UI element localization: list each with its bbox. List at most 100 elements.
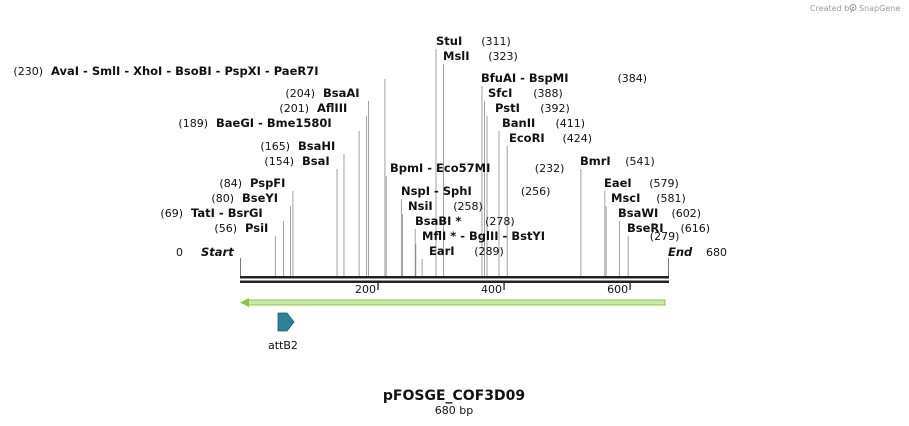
enzyme-names: BsaBI *	[415, 214, 461, 228]
site-label[interactable]: MscI (581)	[611, 191, 686, 205]
enzyme-name: MflI *	[422, 229, 456, 243]
ruler-tick-label: 600	[607, 283, 628, 296]
end-position: 680	[706, 246, 727, 259]
site-position: (56)	[214, 222, 237, 235]
site-position: (384)	[618, 72, 648, 85]
site-position: (201)	[279, 102, 309, 115]
separator: -	[254, 116, 267, 130]
separator: -	[456, 229, 469, 243]
site-label[interactable]: MslI(323)	[443, 49, 518, 63]
site-position: (541)	[625, 155, 655, 168]
enzyme-names: PstI	[495, 101, 520, 115]
site-position: (616)	[681, 222, 711, 235]
site-label[interactable]: AvaI - SmlI - XhoI - BsoBI - PspXI - Pae…	[13, 64, 318, 78]
enzyme-names: BsaWI	[618, 206, 658, 220]
site-position: (289)	[474, 245, 504, 258]
site-position: (579)	[649, 177, 679, 190]
site-label[interactable]: BseYI (80)	[211, 191, 278, 205]
enzyme-name: SphI	[443, 184, 472, 198]
enzyme-names: EaeI	[604, 176, 632, 190]
site-label[interactable]: PspFI(84)	[219, 176, 285, 190]
separator: -	[430, 184, 443, 198]
site-position: (411)	[556, 117, 586, 130]
site-label[interactable]: EcoRI(424)	[509, 131, 592, 145]
end-label: End	[668, 245, 693, 259]
enzyme-name: BanII	[502, 116, 535, 130]
site-label[interactable]: PsiI (56)	[214, 221, 268, 235]
site-position: (424)	[563, 132, 593, 145]
site-position: (279)	[650, 230, 680, 243]
site-label[interactable]: BsaI(154)	[264, 154, 329, 168]
site-label[interactable]: PstI (392)	[495, 101, 570, 115]
start-position: 0	[176, 246, 183, 259]
enzyme-name: PstI	[495, 101, 520, 115]
separator: -	[162, 64, 175, 78]
orf-arrow[interactable]	[240, 298, 666, 307]
site-label[interactable]: TatI - BsrGI(69)	[160, 206, 262, 220]
enzyme-name: PspXI	[224, 64, 260, 78]
site-label[interactable]: NspI - SphI(256)	[401, 184, 550, 198]
end-marker: End 680	[668, 245, 727, 276]
enzyme-names: BsaHI	[298, 139, 335, 153]
site-position: (392)	[540, 102, 570, 115]
site-position: (581)	[656, 192, 686, 205]
enzyme-name: BsaI	[302, 154, 330, 168]
site-label[interactable]: BsaWI (602)	[618, 206, 701, 220]
site-label[interactable]: BseRI (616)	[627, 221, 710, 235]
enzyme-names: BanII	[502, 116, 535, 130]
site-label[interactable]: BmrI(541)	[580, 154, 655, 168]
site-label[interactable]: BfuAI - BspMI (384)	[481, 71, 647, 85]
start-marker: 0 Start	[176, 245, 241, 276]
enzyme-names: TatI - BsrGI	[191, 206, 263, 220]
attB2-arrow-icon	[277, 312, 295, 332]
enzyme-name: EaeI	[604, 176, 632, 190]
site-label[interactable]: BsaAI (204)	[285, 86, 359, 100]
enzyme-names: PspFI	[250, 176, 285, 190]
site-label[interactable]: BaeGI - Bme1580I(189)	[178, 116, 331, 130]
enzyme-name: NsiI	[408, 199, 433, 213]
site-label[interactable]: MflI * - BglII - BstYI(279)	[422, 229, 679, 243]
enzyme-names: NspI - SphI	[401, 184, 472, 198]
site-label[interactable]: NsiI(258)	[408, 199, 483, 213]
enzyme-name: Bme1580I	[267, 116, 332, 130]
site-position: (204)	[285, 87, 315, 100]
enzyme-name: AvaI	[51, 64, 79, 78]
enzyme-name: AflIII	[317, 101, 347, 115]
feature-attB2[interactable]	[277, 312, 295, 332]
enzyme-names: BseYI	[242, 191, 278, 205]
enzyme-names: PsiI	[245, 221, 268, 235]
site-label[interactable]: StuI(311)	[436, 34, 511, 48]
site-position: (189)	[178, 117, 208, 130]
site-position: (80)	[211, 192, 234, 205]
separator: -	[212, 64, 225, 78]
site-label[interactable]: SfcI(388)	[488, 86, 563, 100]
site-label[interactable]: BpmI - Eco57MI(232)	[390, 161, 564, 175]
enzyme-name: BsaWI	[618, 206, 658, 220]
enzyme-name: StuI	[436, 34, 462, 48]
snapgene-logo-icon	[849, 4, 857, 11]
site-label[interactable]: BsaHI(165)	[260, 139, 335, 153]
ruler-tick-label: 200	[355, 283, 376, 296]
site-label[interactable]: BsaBI *(278)	[415, 214, 515, 228]
site-label[interactable]: EaeI (579)	[604, 176, 679, 190]
site-label[interactable]: AflIII (201)	[279, 101, 347, 115]
enzyme-names: BpmI - Eco57MI	[390, 161, 490, 175]
site-labels: AvaI - SmlI - XhoI - BsoBI - PspXI - Pae…	[13, 34, 710, 258]
enzyme-name: SmlI	[92, 64, 121, 78]
site-label[interactable]: BanII (411)	[502, 116, 585, 130]
enzyme-names: BfuAI - BspMI	[481, 71, 569, 85]
enzyme-name: BsoBI	[175, 64, 212, 78]
enzyme-names: MscI	[611, 191, 640, 205]
enzyme-name: BseRI	[627, 221, 664, 235]
feature-label: attB2	[268, 339, 298, 352]
site-leader-lines	[274, 49, 629, 276]
separator: -	[120, 64, 133, 78]
site-position: (602)	[672, 207, 702, 220]
enzyme-name: BsrGI	[228, 206, 263, 220]
enzyme-name: BsaAI	[323, 86, 360, 100]
site-label[interactable]: EarI(289)	[429, 244, 504, 258]
enzyme-name: MscI	[611, 191, 640, 205]
enzyme-name: Eco57MI	[436, 161, 490, 175]
